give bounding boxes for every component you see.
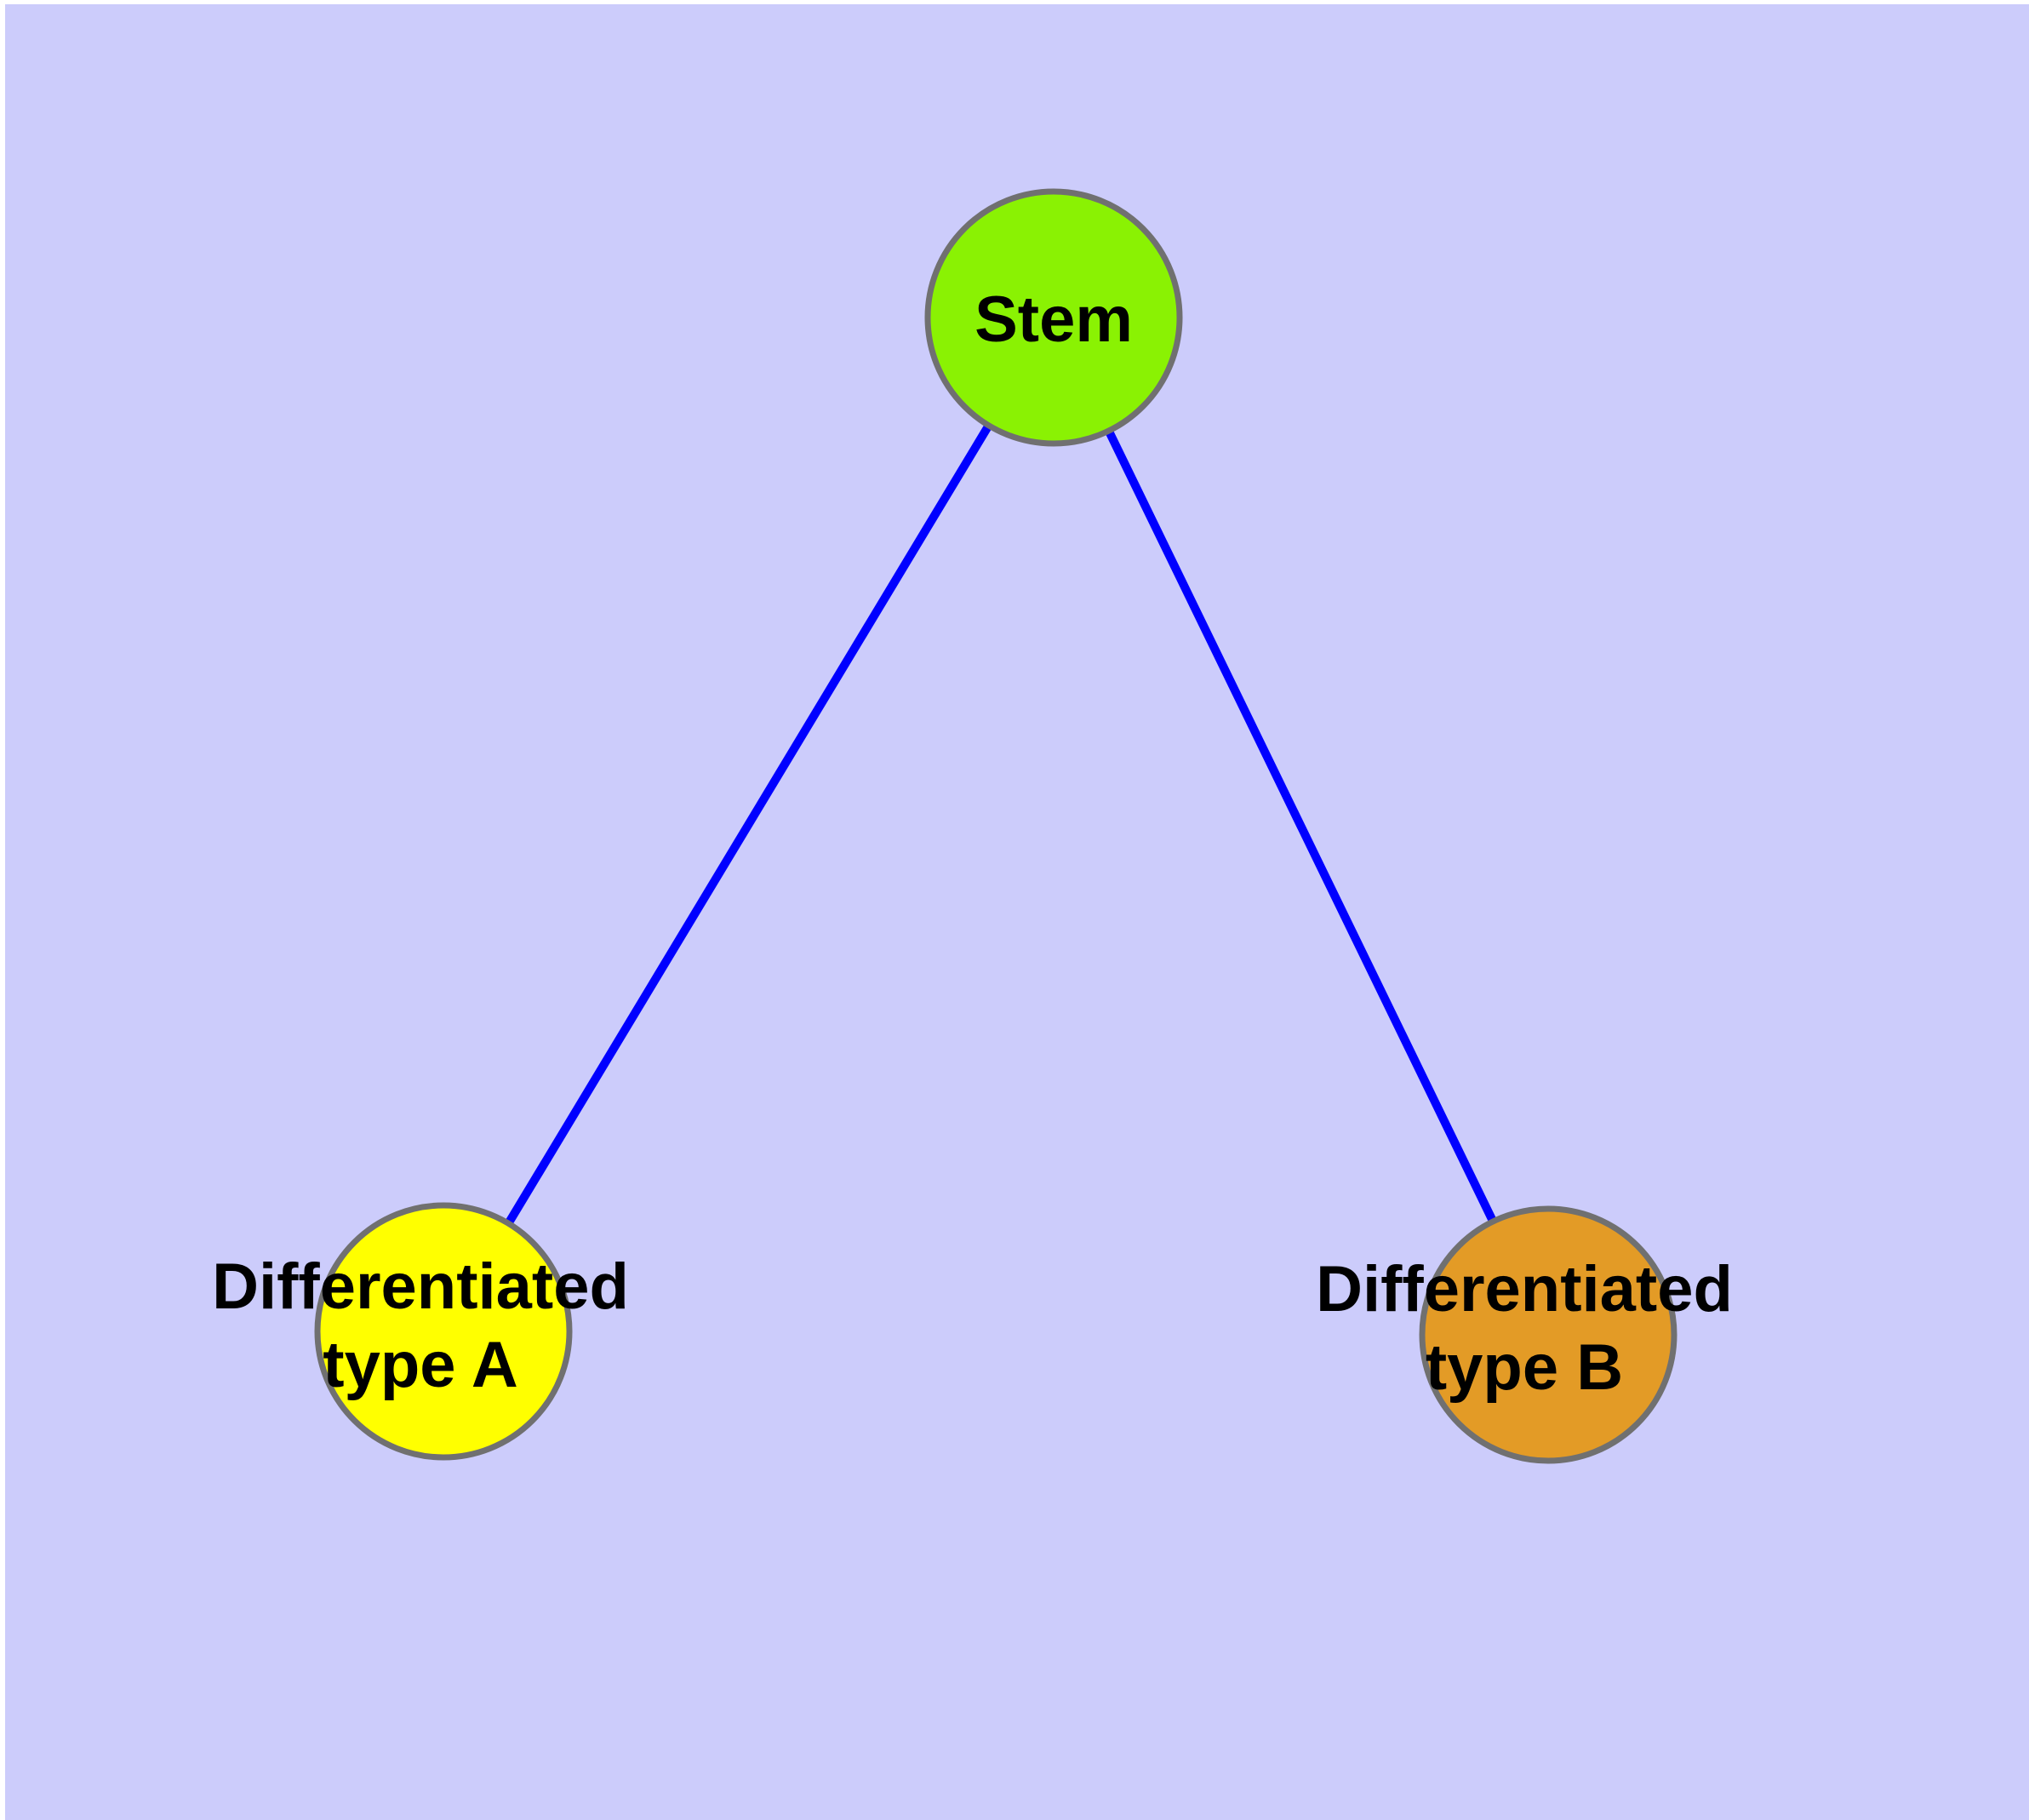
node-circle-type-b[interactable] xyxy=(1419,1205,1677,1464)
edge-stem-to-type-a[interactable] xyxy=(505,423,992,1226)
node-label-type-a-line2: type A xyxy=(323,1329,517,1401)
node-differentiated-type-b[interactable] xyxy=(1419,1205,1677,1464)
edge-stem-to-type-b[interactable] xyxy=(1105,428,1497,1224)
node-label-type-b-line1: Differentiated xyxy=(1316,1253,1733,1325)
node-label-type-b-line2: type B xyxy=(1426,1331,1623,1404)
node-label-type-a-line1: Differentiated xyxy=(212,1251,629,1323)
edge-group xyxy=(505,423,1497,1226)
node-differentiated-type-a[interactable] xyxy=(314,1202,573,1461)
node-stem[interactable] xyxy=(924,188,1183,447)
node-circle-type-a[interactable] xyxy=(314,1202,573,1461)
label-group: Stem Differentiated type A Differentiate… xyxy=(212,283,1733,1404)
node-label-stem: Stem xyxy=(974,283,1133,356)
node-circle-stem[interactable] xyxy=(924,188,1183,447)
